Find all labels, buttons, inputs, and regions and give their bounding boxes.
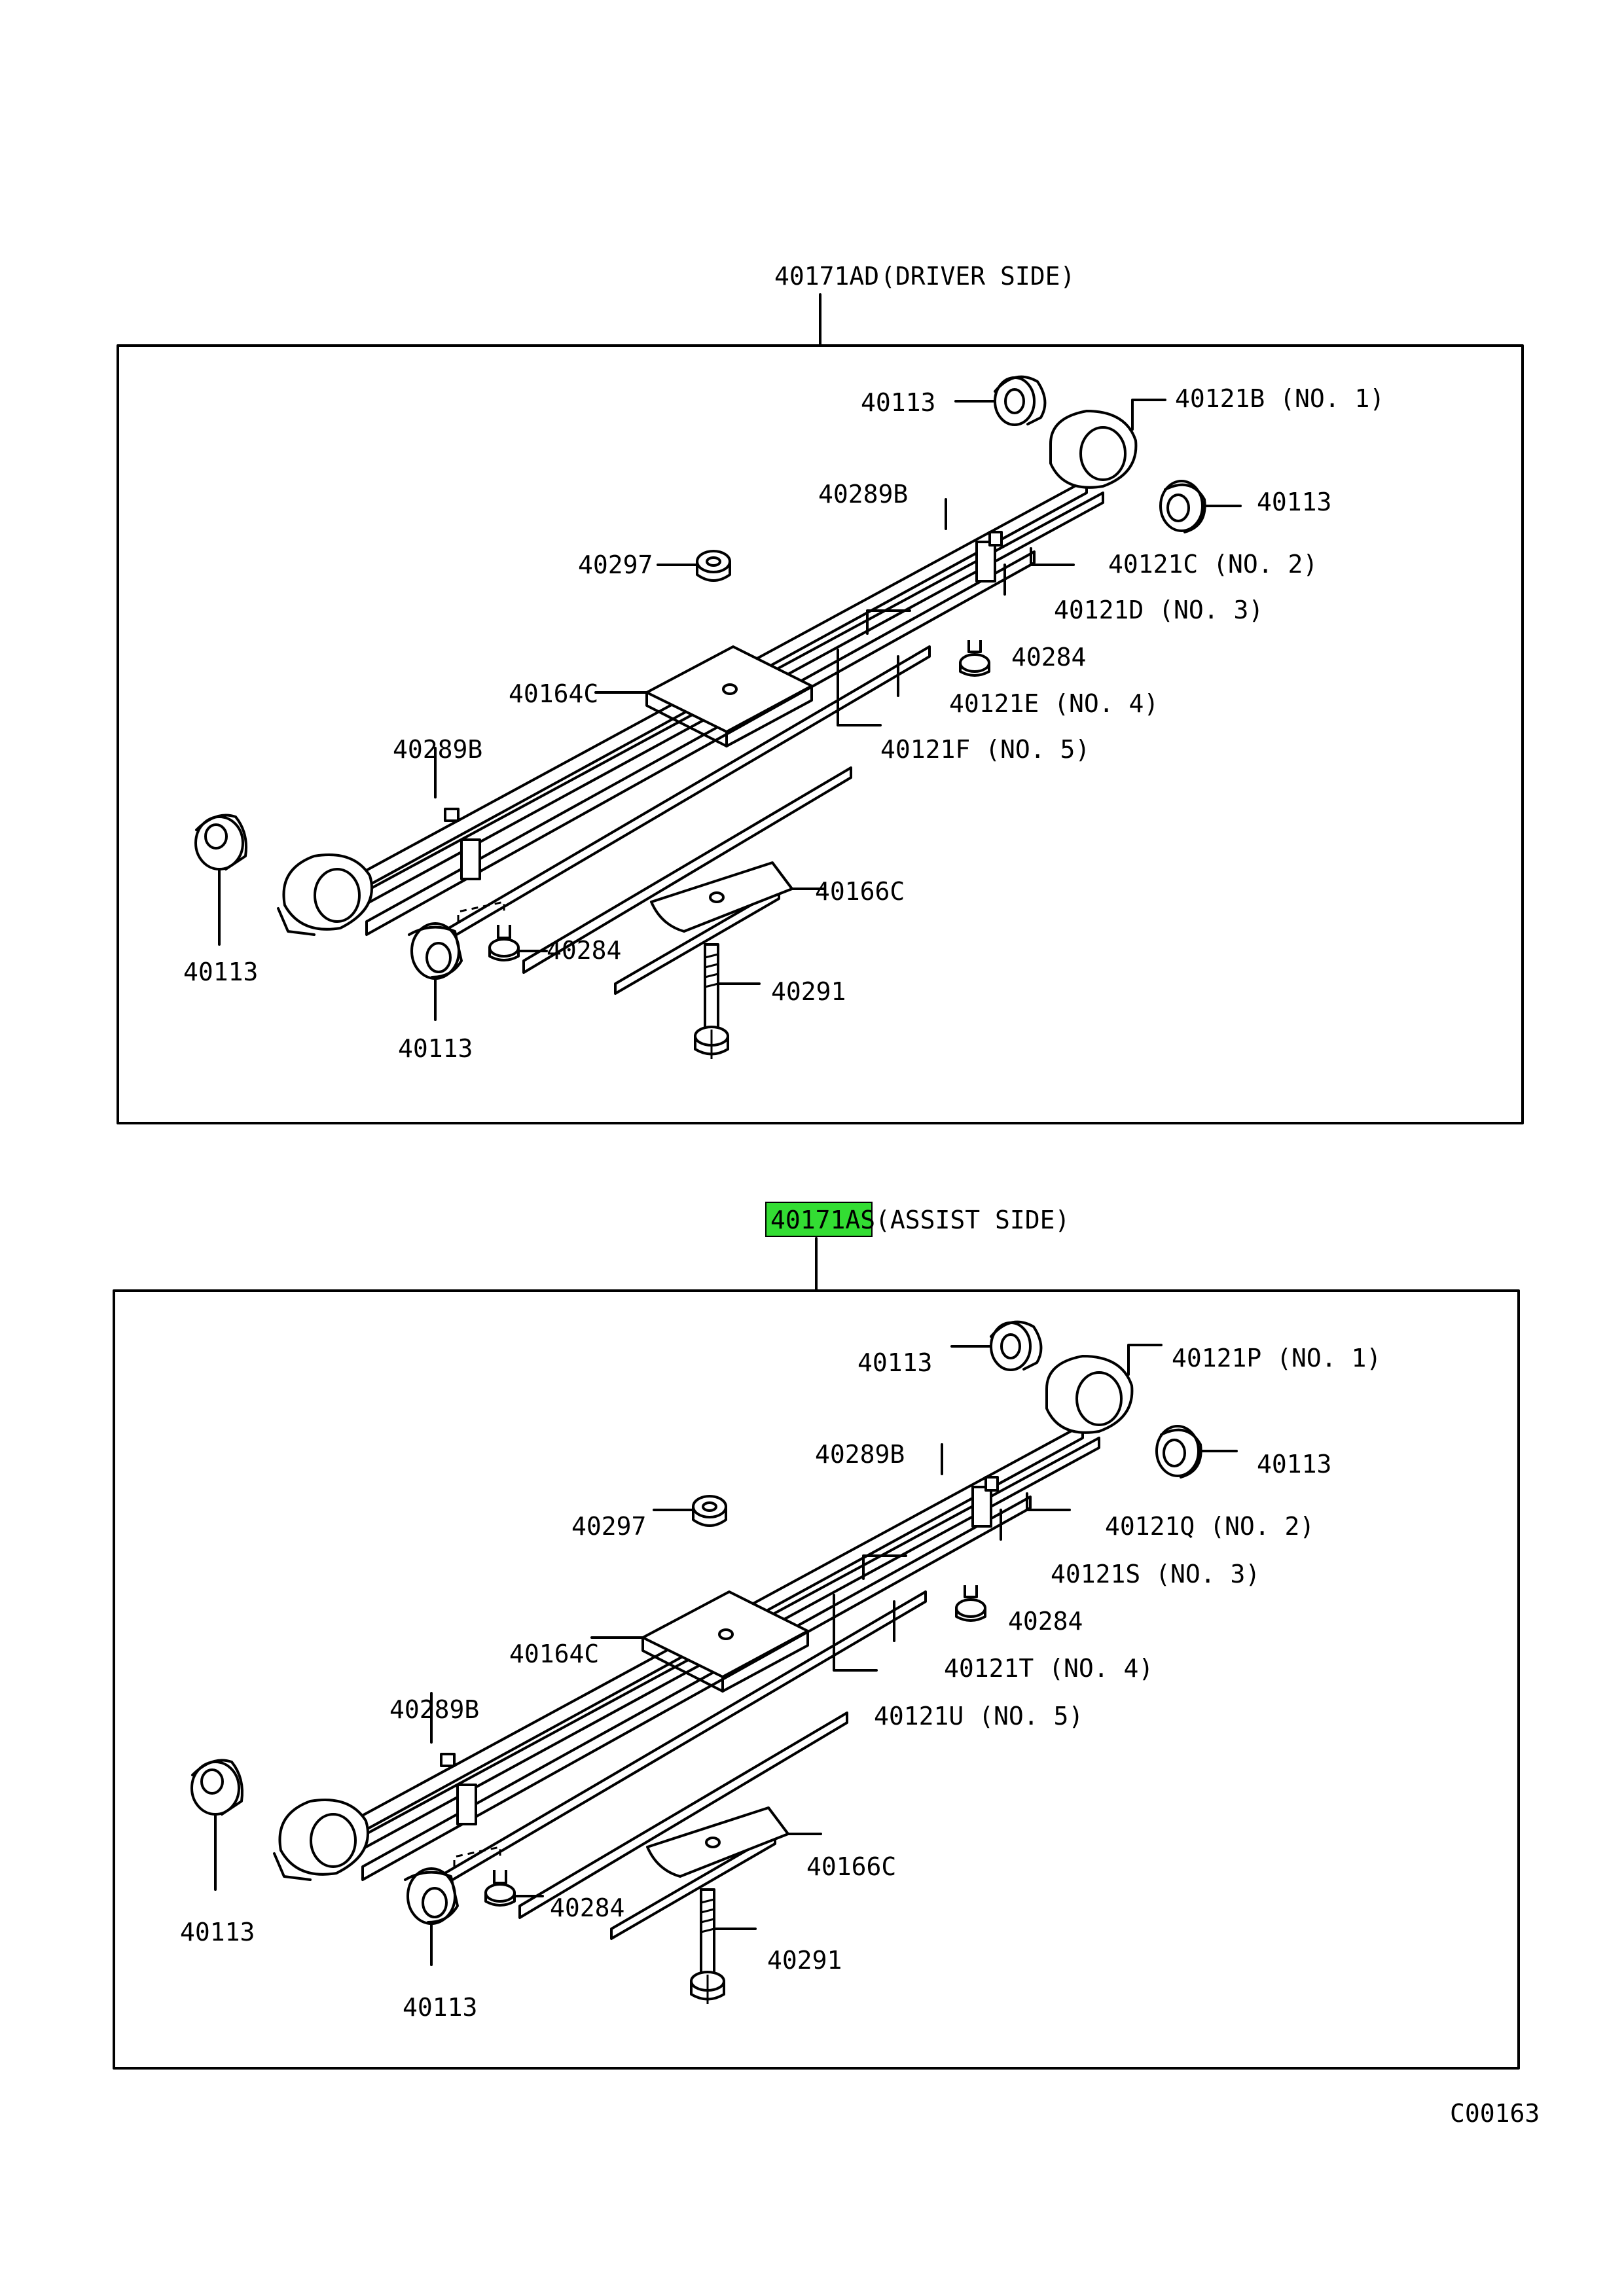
callout-bushing-top[interactable]: 40113 bbox=[857, 1348, 932, 1377]
callout-seat[interactable]: 40164C bbox=[509, 1640, 599, 1668]
callout-bushing-top[interactable]: 40113 bbox=[861, 388, 935, 417]
callout-bushing-left[interactable]: 40113 bbox=[183, 958, 258, 986]
callout-clip-upper[interactable]: 40289B bbox=[815, 1440, 905, 1469]
callout-seat[interactable]: 40164C bbox=[509, 679, 598, 708]
callout-leaf-no3[interactable]: 40121D (NO. 3) bbox=[1054, 596, 1263, 624]
callouts: 40113 40121P (NO. 1) 40113 40289B 40121Q… bbox=[180, 1344, 1381, 2022]
assembly-assist-side: 40171AS (ASSIST SIDE) 40113 40121P (NO. … bbox=[113, 1202, 1520, 2070]
callout-clip-lower[interactable]: 40289B bbox=[393, 735, 482, 764]
callout-pad[interactable]: 40166C bbox=[806, 1852, 896, 1881]
callout-leaf-no3[interactable]: 40121S (NO. 3) bbox=[1051, 1560, 1260, 1588]
callout-bolt-lower[interactable]: 40284 bbox=[547, 936, 621, 965]
callout-leaf-no1[interactable]: 40121B (NO. 1) bbox=[1175, 384, 1384, 413]
assembly-note: (ASSIST SIDE) bbox=[875, 1206, 1070, 1234]
callout-leaf-no4[interactable]: 40121T (NO. 4) bbox=[944, 1654, 1153, 1683]
callouts: 40113 40121B (NO. 1) 40113 40289B 40121C… bbox=[183, 384, 1384, 1063]
callout-leaf-no4[interactable]: 40121E (NO. 4) bbox=[949, 689, 1159, 718]
callout-leaf-no1[interactable]: 40121P (NO. 1) bbox=[1172, 1344, 1381, 1372]
callout-nut[interactable]: 40297 bbox=[578, 550, 653, 579]
callout-clip-upper[interactable]: 40289B bbox=[818, 480, 908, 509]
callout-bushing-bottom[interactable]: 40113 bbox=[403, 1993, 477, 2022]
assembly-code[interactable]: 40171AS bbox=[770, 1206, 875, 1234]
assembly-code: 40171AD bbox=[774, 262, 879, 291]
callout-leaf-no5[interactable]: 40121U (NO. 5) bbox=[874, 1702, 1083, 1731]
highlight-box bbox=[765, 1202, 873, 1237]
callout-leaf-no2[interactable]: 40121Q (NO. 2) bbox=[1105, 1512, 1314, 1541]
callout-center-bolt[interactable]: 40291 bbox=[771, 977, 846, 1006]
callout-bolt-upper[interactable]: 40284 bbox=[1011, 643, 1086, 672]
callout-bushing-right[interactable]: 40113 bbox=[1257, 488, 1331, 516]
assembly-note: (DRIVER SIDE) bbox=[880, 262, 1075, 291]
callout-pad[interactable]: 40166C bbox=[815, 877, 905, 906]
callout-bushing-left[interactable]: 40113 bbox=[180, 1918, 255, 1946]
callout-clip-lower[interactable]: 40289B bbox=[389, 1695, 479, 1724]
assembly-driver-side: 40171AD (DRIVER SIDE) 40113 40121B (NO. … bbox=[117, 262, 1524, 1124]
callout-center-bolt[interactable]: 40291 bbox=[767, 1946, 842, 1975]
callout-bushing-right[interactable]: 40113 bbox=[1257, 1450, 1331, 1479]
callout-leaf-no5[interactable]: 40121F (NO. 5) bbox=[880, 735, 1090, 764]
figure-code: C00163 bbox=[1450, 2099, 1540, 2128]
callout-bolt-upper[interactable]: 40284 bbox=[1008, 1607, 1083, 1636]
callout-bolt-lower[interactable]: 40284 bbox=[550, 1893, 624, 1922]
callout-leaf-no2[interactable]: 40121C (NO. 2) bbox=[1108, 550, 1318, 579]
spring-assembly-drawing bbox=[117, 344, 1524, 1124]
callout-bushing-bottom[interactable]: 40113 bbox=[398, 1034, 473, 1063]
callout-nut[interactable]: 40297 bbox=[571, 1512, 646, 1541]
